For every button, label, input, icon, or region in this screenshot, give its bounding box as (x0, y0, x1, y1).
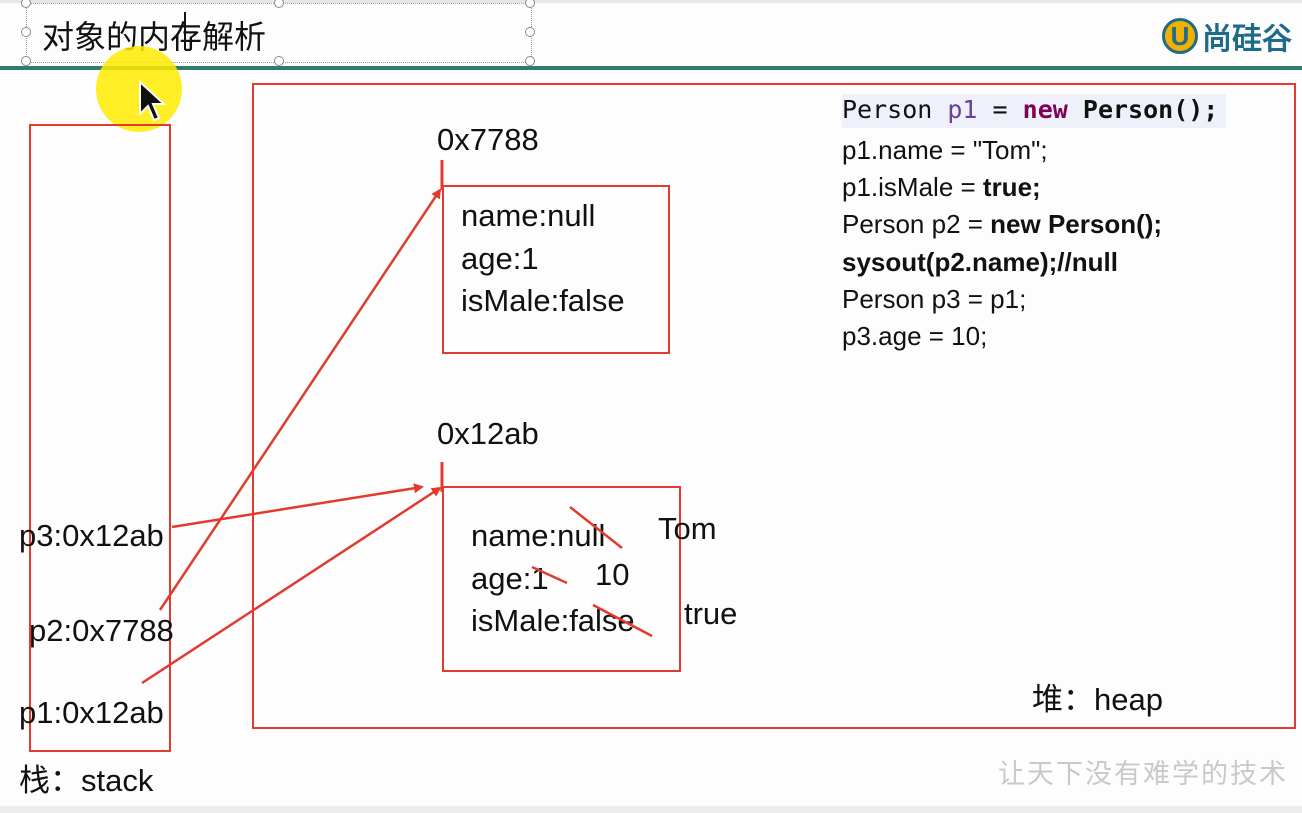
updated-value-name: Tom (658, 511, 717, 546)
code-token-keyword: new (1022, 95, 1068, 124)
stack-entry-p1: p1:0x12ab (19, 695, 164, 730)
resize-handle-bottom-left[interactable] (21, 56, 31, 66)
code-line-4-part-a: Person p2 = (842, 209, 991, 239)
object-field-age: age:1 (471, 561, 549, 596)
stack-region (29, 124, 171, 752)
stack-entry-p3: p3:0x12ab (19, 518, 164, 553)
bottom-border (0, 806, 1302, 813)
resize-handle-middle-left[interactable] (21, 27, 31, 37)
header-divider (0, 66, 1302, 70)
code-line-4-part-b: new Person(); (990, 209, 1163, 239)
code-line-5: sysout(p2.name);//null (842, 247, 1118, 277)
logo-mark-icon: U (1162, 18, 1198, 54)
code-line-3-part-b: true; (982, 172, 1041, 202)
stack-entry-p2: p2:0x7788 (29, 613, 174, 648)
text-caret (184, 12, 186, 50)
object-field-ismale: isMale:false (471, 603, 635, 638)
heap-object-box (442, 486, 681, 672)
resize-handle-middle-right[interactable] (525, 27, 535, 37)
code-line-2: p1.name = "Tom"; (842, 135, 1048, 165)
object-field-name: name:null (471, 518, 606, 553)
top-border (0, 0, 1302, 3)
code-line-6: Person p3 = p1; (842, 284, 1027, 314)
code-line-3-part-a: p1.isMale = (842, 172, 983, 202)
heap-caption: 堆：heap (1032, 682, 1163, 717)
resize-handle-bottom-right[interactable] (525, 56, 535, 66)
object-field-name: name:null (461, 198, 596, 233)
brand-logo: U 尚硅谷 (1162, 16, 1292, 57)
logo-text: 尚硅谷 (1202, 22, 1292, 57)
code-line-4: Person p2 = new Person(); (842, 211, 1162, 237)
code-line-7: p3.age = 10; (842, 321, 988, 351)
watermark: 让天下没有难学的技术 (998, 759, 1288, 790)
resize-handle-top-middle[interactable] (274, 0, 284, 8)
resize-handle-top-left[interactable] (21, 0, 31, 8)
resize-handle-top-right[interactable] (525, 0, 535, 8)
code-line-1: Person p1 = new Person(); (842, 94, 1227, 128)
updated-value-ismale: true (684, 596, 738, 631)
updated-value-age: 10 (595, 557, 630, 592)
stack-caption: 栈：stack (19, 763, 154, 798)
mouse-pointer-icon (139, 80, 167, 122)
heap-object-box (442, 185, 670, 354)
resize-handle-bottom-middle[interactable] (274, 56, 284, 66)
code-line-3: p1.isMale = true; (842, 174, 1041, 200)
code-token-ctor: Person(); (1082, 95, 1219, 124)
code-token-var: p1 (947, 95, 978, 124)
code-token-type: Person (842, 95, 933, 124)
heap-region (252, 83, 1296, 729)
heap-object-address: 0x7788 (437, 122, 539, 157)
heap-object-address: 0x12ab (437, 416, 539, 451)
object-field-age: age:1 (461, 241, 539, 276)
object-field-ismale: isMale:false (461, 283, 625, 318)
code-token-eq: = (992, 95, 1008, 124)
